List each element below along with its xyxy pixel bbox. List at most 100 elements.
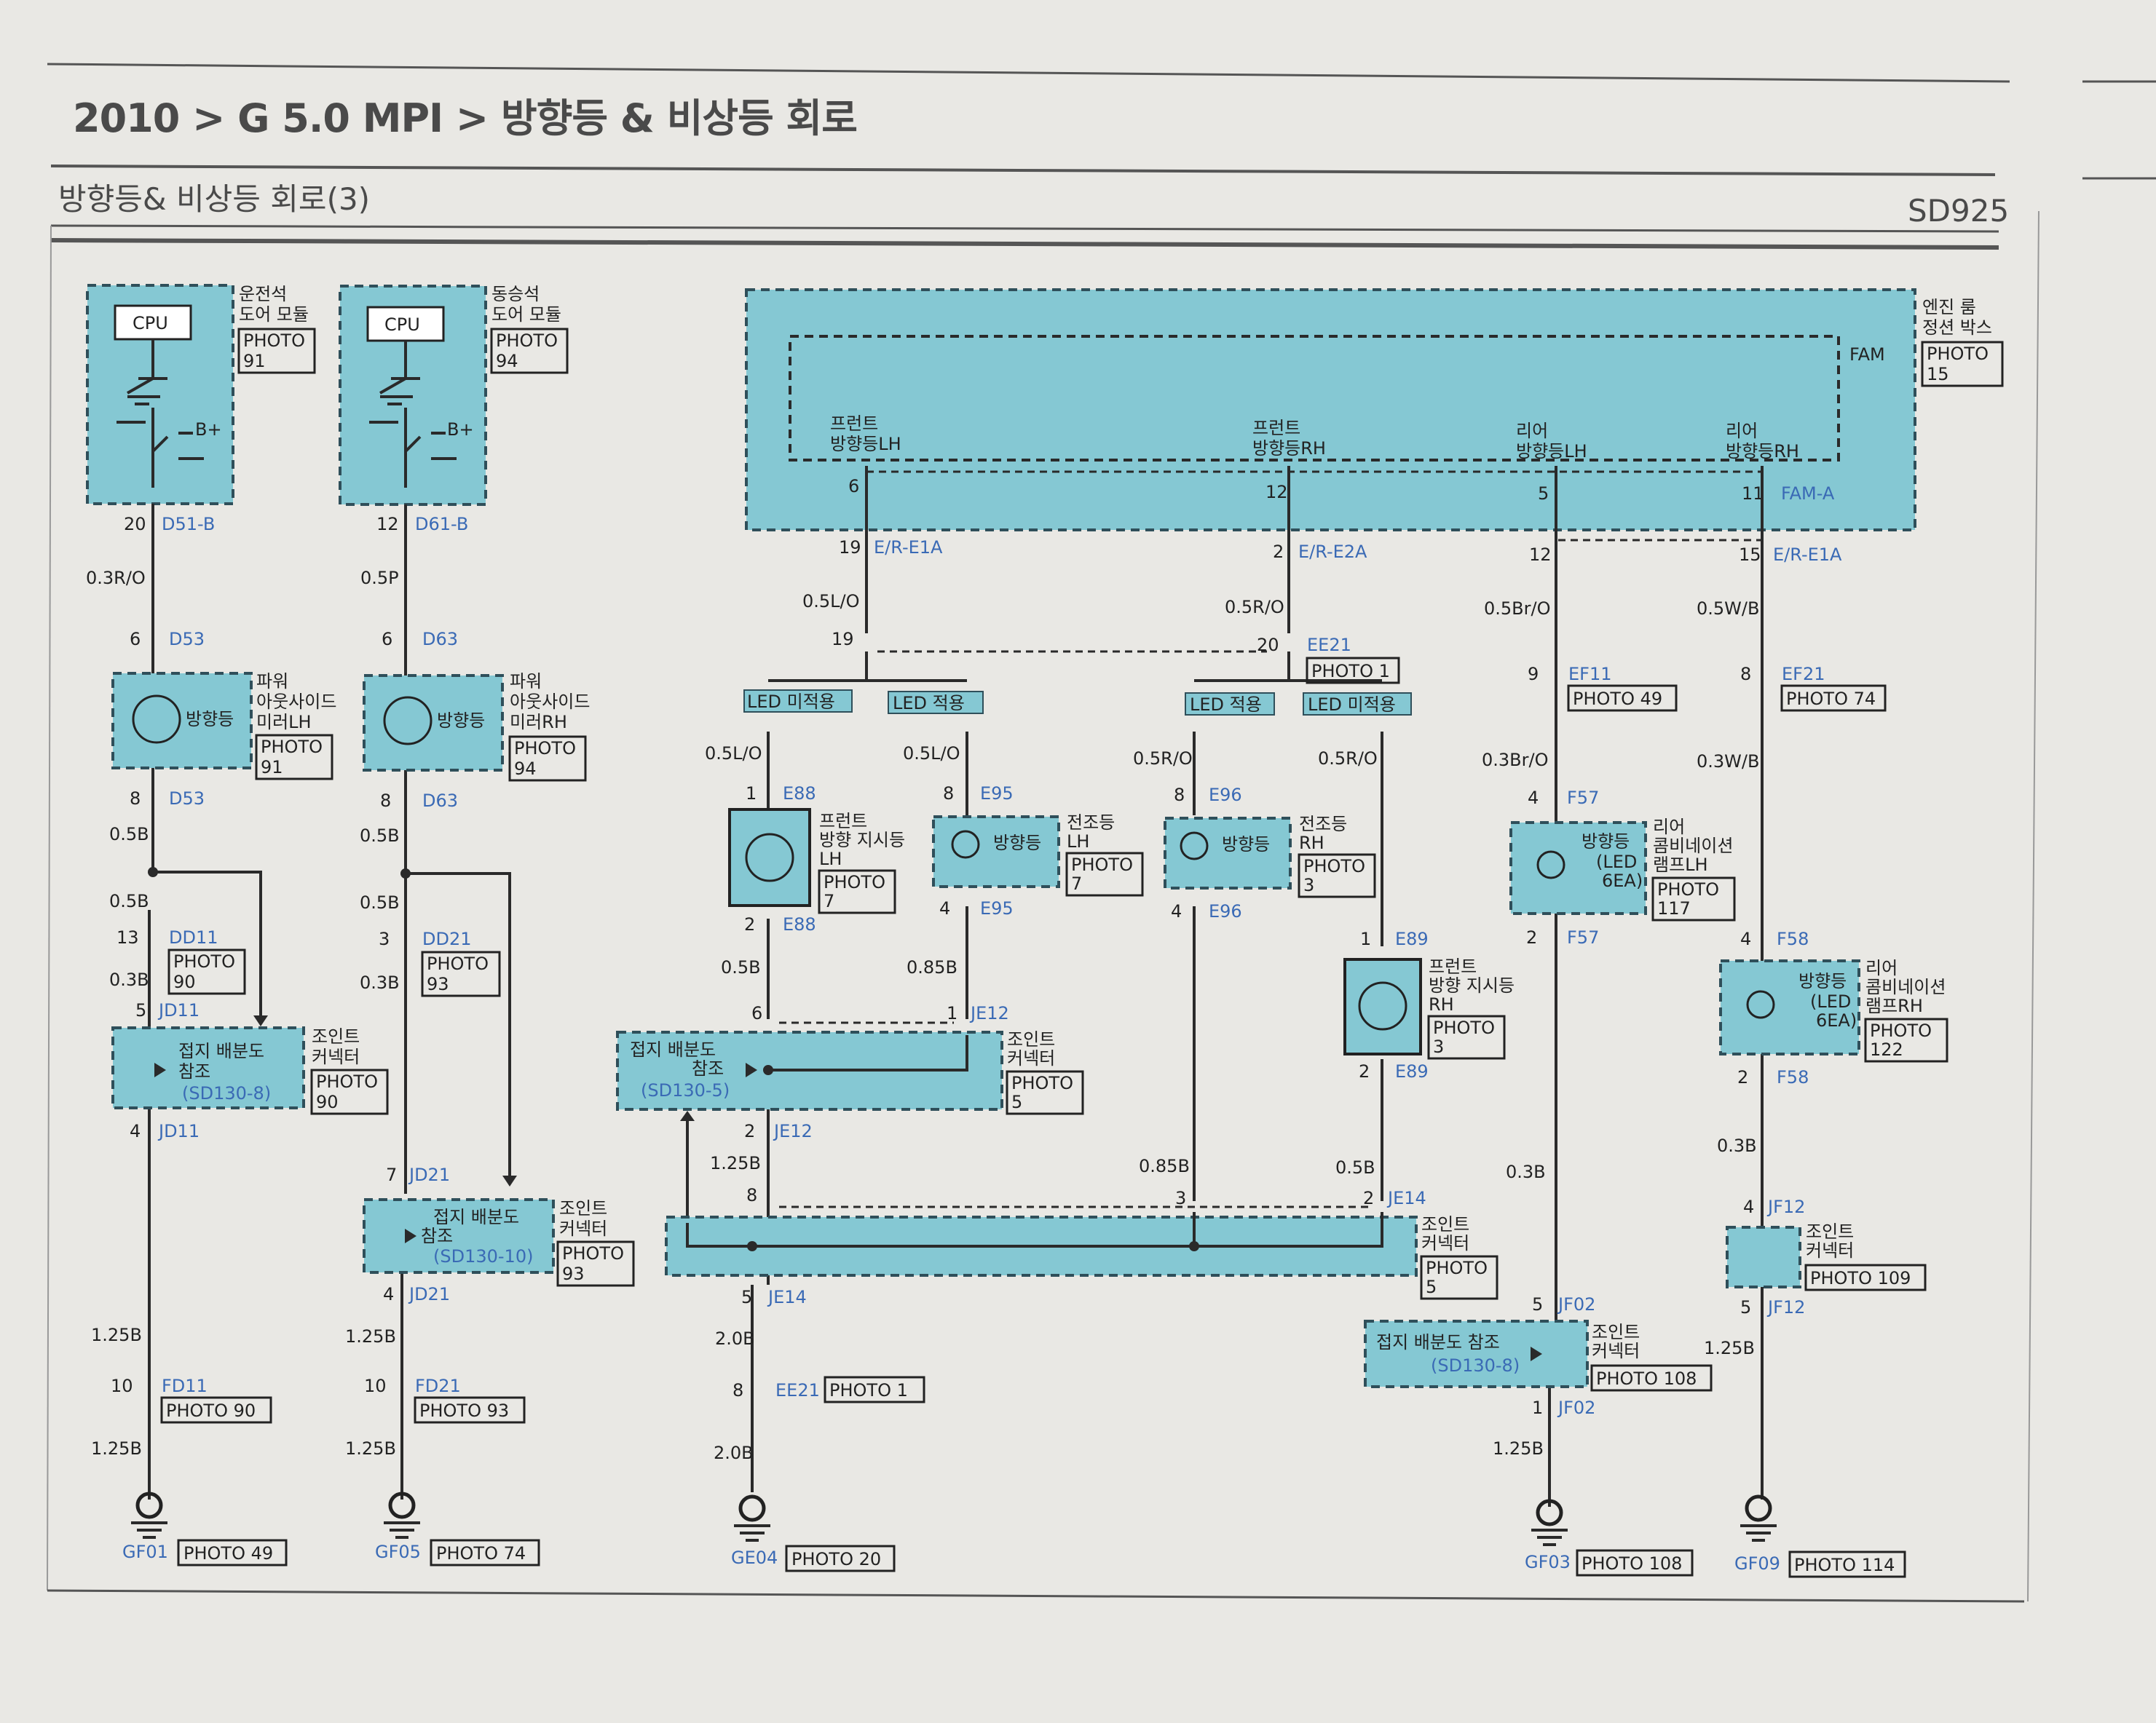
front-ind-lh-3: LH xyxy=(819,849,842,869)
fam-label: FAM xyxy=(1849,344,1885,365)
wire-rrh-0.3b: 0.3B xyxy=(1717,1136,1757,1156)
page-subtitle: 방향등& 비상등 회로(3) xyxy=(58,181,371,217)
conn-er-e1a: E/R-E1A xyxy=(874,537,943,558)
wire-0.3bro: 0.3Br/O xyxy=(1482,750,1548,770)
ge04-photo: PHOTO 20 xyxy=(791,1549,881,1569)
pin-e88-1: 1 xyxy=(746,783,757,804)
conn-er-e1a-b: E/R-E1A xyxy=(1773,544,1842,565)
conn-f58-a: F58 xyxy=(1777,929,1809,949)
wire-0.5lo: 0.5L/O xyxy=(802,591,860,611)
bplus-label-2: B+ xyxy=(447,419,474,440)
page-rules xyxy=(47,63,2156,1603)
pin-jf02-1: 1 xyxy=(1532,1398,1543,1418)
conn-jf02-b: JF02 xyxy=(1557,1398,1595,1418)
wire-0.5p: 0.5P xyxy=(360,568,399,588)
jd21-photo-2: 93 xyxy=(562,1264,585,1284)
pin-f58-4: 4 xyxy=(1740,929,1751,949)
front-ind-lh-1: 프런트 xyxy=(819,811,867,831)
module-photo-2: 91 xyxy=(243,351,266,371)
rlh-desc-1: 리어 xyxy=(1653,817,1685,837)
jf02-desc-2: 커넥터 xyxy=(1592,1341,1640,1361)
conn-d63-a: D63 xyxy=(422,629,458,649)
headlamp-turn-rh xyxy=(1164,817,1292,890)
pin-je12-1: 1 xyxy=(947,1003,957,1023)
jbox-photo-1: PHOTO xyxy=(1927,344,1989,364)
ground-gf05: GF05 xyxy=(375,1542,421,1562)
col2-circuit: CPU B+ 동승석 도어 모듈 PHOTO 94 12 D61-B 0.5P … xyxy=(339,284,635,1566)
led-not-applied-rh: LED 미적용 xyxy=(1308,694,1396,715)
conn-e96-b: E96 xyxy=(1209,901,1242,922)
joint-jd21 xyxy=(363,1198,555,1274)
pin-je14-5: 5 xyxy=(741,1287,752,1307)
headlamp-rh-photo-1: PHOTO xyxy=(1303,856,1365,876)
pin-je14-8: 8 xyxy=(746,1185,757,1205)
pin-jf12-5: 5 xyxy=(1740,1297,1751,1318)
wire-0.3wb: 0.3W/B xyxy=(1697,751,1759,772)
jd11-photo-1: PHOTO xyxy=(316,1072,378,1092)
jbox-desc-1: 엔진 룸 xyxy=(1922,297,1976,317)
wire-0.5b-lh: 0.5B xyxy=(721,957,761,978)
led-not-applied-tag xyxy=(743,689,853,713)
front-ind-lh-photo-2: 7 xyxy=(824,891,834,911)
je14-photo-1: PHOTO xyxy=(1426,1258,1488,1278)
ground-ge04: GE04 xyxy=(731,1548,778,1568)
jd21-joint-2: 참조 xyxy=(421,1226,453,1246)
conn-er-e2a: E/R-E2A xyxy=(1298,542,1367,562)
led-applied-tag xyxy=(888,691,984,714)
pin-e96-4: 4 xyxy=(1171,901,1182,922)
je12-joint-1: 접지 배분도 xyxy=(630,1039,716,1060)
jf12-desc-1: 조인트 xyxy=(1806,1221,1854,1242)
jbox-photo-2: 15 xyxy=(1927,364,1949,384)
pin-jf02-5: 5 xyxy=(1532,1294,1543,1315)
wire-0.5b-a: 0.5B xyxy=(109,824,149,844)
wire2-1.25b-a: 1.25B xyxy=(345,1326,396,1347)
module-desc-2: 도어 모듈 xyxy=(239,304,309,325)
front-ind-rh-3: RH xyxy=(1429,994,1454,1015)
mirror2-desc-2: 아웃사이드 xyxy=(510,692,590,712)
pin-20: 20 xyxy=(124,514,146,534)
module-photo-1: PHOTO xyxy=(243,330,305,351)
out-rrh-2: 방향등RH xyxy=(1726,441,1799,462)
jd21-ref: (SD130-10) xyxy=(433,1246,533,1267)
wire-0.5ro-a: 0.5R/O xyxy=(1133,748,1193,769)
front-ind-lh-2: 방향 지시등 xyxy=(819,830,905,850)
headlamp-rh-label: 방향등 xyxy=(1222,834,1270,855)
pin-je12-6: 6 xyxy=(751,1003,762,1023)
ground-gf09: GF09 xyxy=(1734,1553,1780,1574)
pin-e96-8: 8 xyxy=(1174,785,1185,805)
led-applied-lh: LED 적용 xyxy=(893,693,965,713)
conn-je14-b: JE14 xyxy=(767,1287,807,1307)
wire-1.25b-b: 1.25B xyxy=(91,1438,142,1459)
out-frh-2: 방향등RH xyxy=(1252,438,1326,459)
front-rh-circuit: 2 E/R-E2A 0.5R/O 20 EE21 PHOTO 1 LED 적용 … xyxy=(1133,466,1515,1201)
rrh-lamp-sub-2: 6EA) xyxy=(1816,1010,1857,1031)
engine-room-junction-box: FAM 엔진 룸 정션 박스 PHOTO 15 프런트 방향등LH 프런트 방향… xyxy=(745,288,2004,542)
conn-d61b: D61-B xyxy=(415,514,468,534)
wire2-0.5b-b: 0.5B xyxy=(360,892,400,913)
je14-desc-1: 조인트 xyxy=(1421,1214,1469,1235)
pin-fam-6: 6 xyxy=(848,476,859,496)
conn-je12-a: JE12 xyxy=(969,1003,1009,1023)
jd11-desc-2: 커넥터 xyxy=(312,1047,360,1067)
jf02-joint: 접지 배분도 참조 xyxy=(1376,1332,1500,1352)
rear-rh-circuit: 15 E/R-E1A 0.5W/B 8 EF21 PHOTO 74 0.3W/B… xyxy=(1697,466,1948,1578)
conn-e95-a: E95 xyxy=(980,783,1014,804)
wire2-1.25b-b: 1.25B xyxy=(345,1438,396,1459)
je12-photo-1: PHOTO xyxy=(1011,1073,1073,1093)
ground-gf01: GF01 xyxy=(122,1542,168,1562)
rrh-photo-1: PHOTO xyxy=(1870,1021,1932,1041)
pin-10: 10 xyxy=(111,1376,133,1396)
jd11-joint-2: 참조 xyxy=(178,1061,210,1082)
pin-12: 12 xyxy=(376,514,399,534)
front-ind-rh-1: 프런트 xyxy=(1429,956,1477,977)
wire-0.5lo-b: 0.5L/O xyxy=(903,743,960,764)
jd11-joint-1: 접지 배분도 xyxy=(178,1041,264,1061)
conn-fd21: FD21 xyxy=(415,1376,461,1396)
mirror2-photo-2: 94 xyxy=(514,758,537,779)
dd11-photo-2: 90 xyxy=(173,972,196,992)
wire-0.85b-lh: 0.85B xyxy=(907,957,957,978)
out-frh-1: 프런트 xyxy=(1252,418,1300,438)
mirror-desc-1: 파워 xyxy=(256,671,288,692)
wire-0.5b-b: 0.5B xyxy=(109,891,149,911)
